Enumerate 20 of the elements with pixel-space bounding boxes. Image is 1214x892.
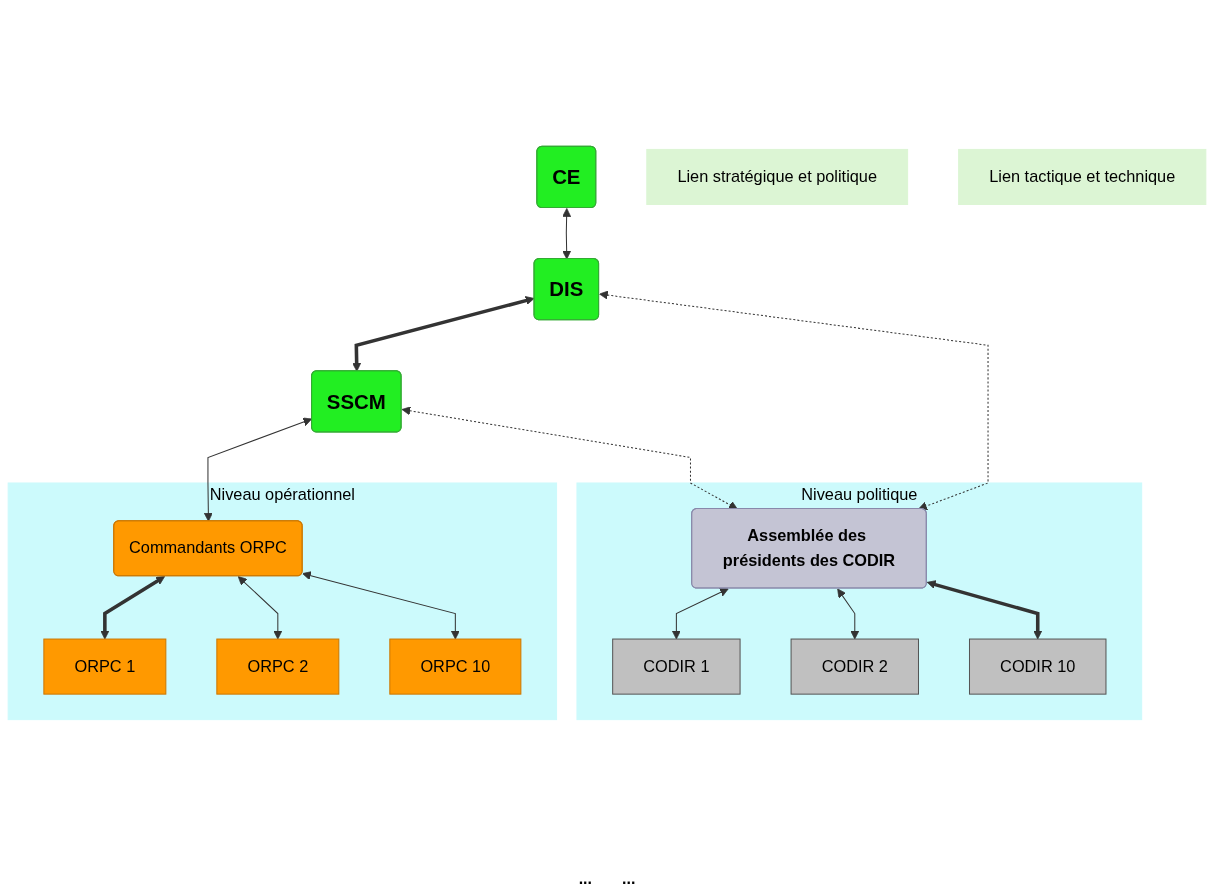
- arrow: [352, 296, 535, 372]
- arrow: [599, 290, 989, 511]
- ellipsis-label: ...: [578, 870, 592, 888]
- arrow: [100, 576, 166, 640]
- arrow: [837, 588, 860, 640]
- arrow: [671, 588, 729, 640]
- node-box: ORPC 10: [389, 638, 522, 695]
- arrow: [237, 576, 283, 640]
- node-box: Lien tactique et technique: [958, 148, 1207, 205]
- node-box: CODIR 10: [969, 638, 1107, 695]
- ellipsis-label: ...: [622, 870, 636, 888]
- node-box: CODIR 2: [790, 638, 919, 695]
- arrow: [562, 208, 572, 260]
- node-box: ORPC 2: [216, 638, 340, 695]
- node-box: CODIR 1: [612, 638, 741, 695]
- arrow: [302, 571, 460, 640]
- arrow: [401, 406, 738, 510]
- node-box: ORPC 1: [43, 638, 167, 695]
- node-box: Lien stratégique et politique: [646, 148, 909, 205]
- arrow: [926, 580, 1043, 640]
